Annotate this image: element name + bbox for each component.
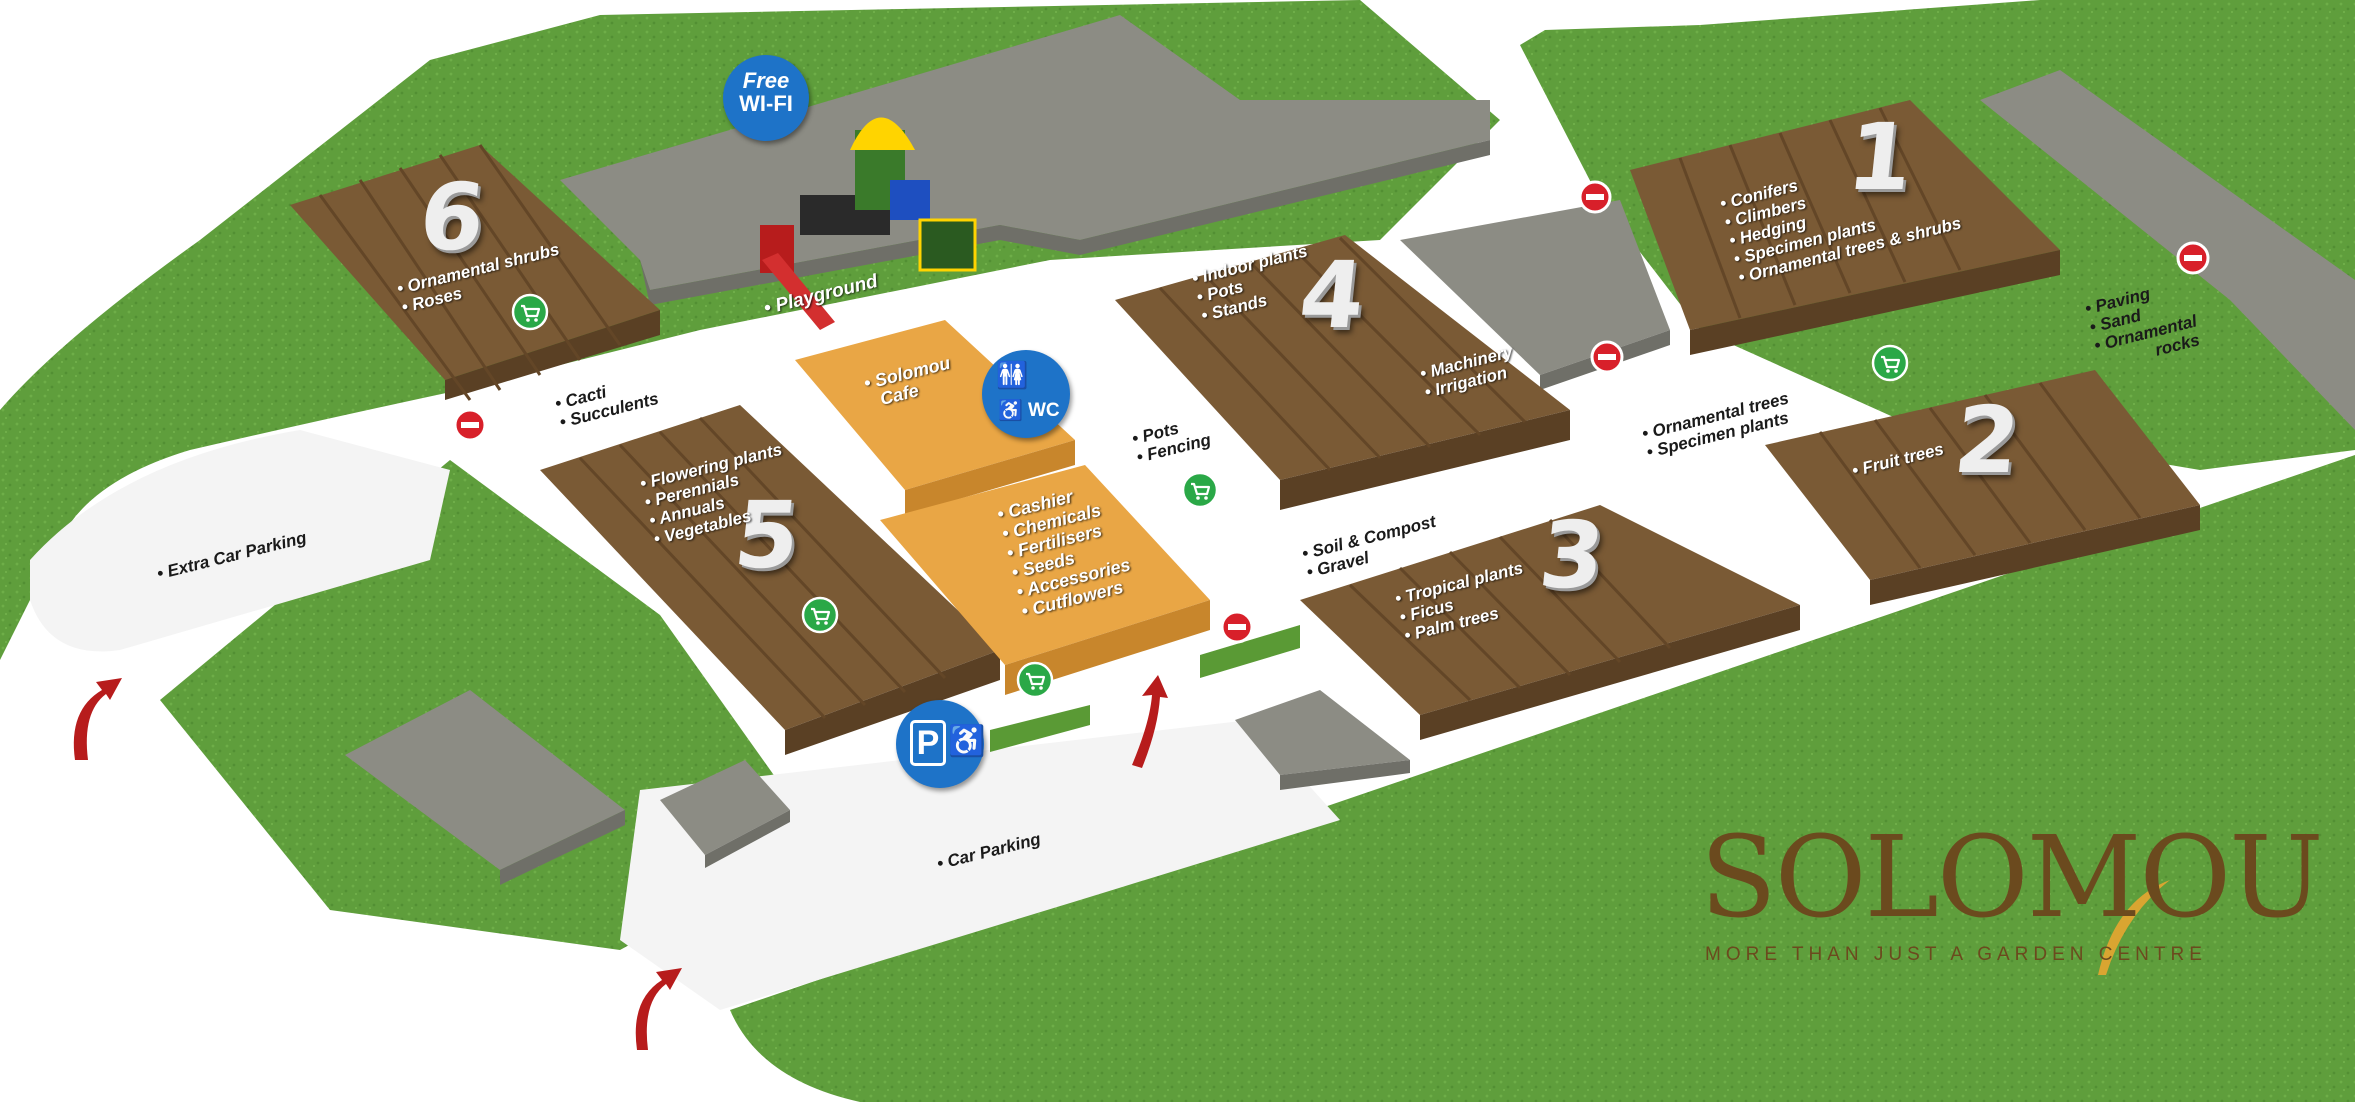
building-south	[1235, 690, 1410, 775]
building-southwest	[345, 690, 625, 870]
extra-car-parking-area	[30, 430, 450, 652]
brand-tagline: MORE THAN JUST A GARDEN CENTRE	[1705, 944, 2207, 965]
buildings	[345, 15, 2355, 885]
no-entry-icon	[1220, 610, 1254, 644]
no-entry-icon	[1578, 180, 1612, 214]
wheelchair-icon: ♿	[948, 725, 986, 758]
wc-text: WC	[1028, 400, 1060, 421]
entrance-arrows	[73, 675, 1168, 1050]
zone-2-bed	[1765, 370, 2200, 605]
wifi-badge: Free WI-FI	[723, 55, 809, 141]
parking-badge: P ♿	[896, 700, 986, 788]
building-north	[560, 15, 1490, 290]
shopping-cart-icon	[1181, 471, 1219, 509]
car-parking-area	[620, 720, 1340, 1010]
shopping-cart-icon	[1016, 661, 1054, 699]
toilet-icon: 🚻	[996, 360, 1031, 390]
no-entry-icon	[1590, 340, 1624, 374]
building-far-east	[1980, 70, 2355, 430]
entrance-arrow-icon	[635, 968, 682, 1050]
roads	[30, 430, 1340, 1010]
shopping-cart-icon	[801, 596, 839, 634]
shed-southwest	[660, 760, 790, 855]
zone-6-number: 6	[414, 164, 490, 271]
no-entry-icon	[2176, 241, 2210, 275]
shopping-cart-icon	[1871, 344, 1909, 382]
baby-change-icon: ♿	[998, 400, 1023, 422]
building-east	[1400, 200, 1670, 375]
entrance-arrow-icon	[1132, 675, 1168, 768]
entrance-arrow-icon	[73, 678, 122, 760]
parking-icon: P	[910, 720, 946, 766]
hedge-near-zone-3	[1200, 625, 1300, 678]
brand-logo-name: SOLOMOU	[1700, 813, 2324, 943]
no-entry-icon	[453, 408, 487, 442]
cafe-building	[795, 320, 1075, 515]
hedge-near-parking	[990, 705, 1090, 752]
brand-swoosh	[2098, 880, 2170, 975]
wifi-icon: WI-FI	[739, 91, 793, 116]
zone-3-number: 3	[1534, 502, 1610, 609]
wifi-free-text: Free	[742, 68, 790, 93]
wc-badge: 🚻 ♿ WC	[982, 350, 1070, 438]
grass-southeast	[730, 455, 2355, 1102]
zone-2-number: 2	[1949, 387, 2025, 494]
shopping-cart-icon	[511, 293, 549, 331]
